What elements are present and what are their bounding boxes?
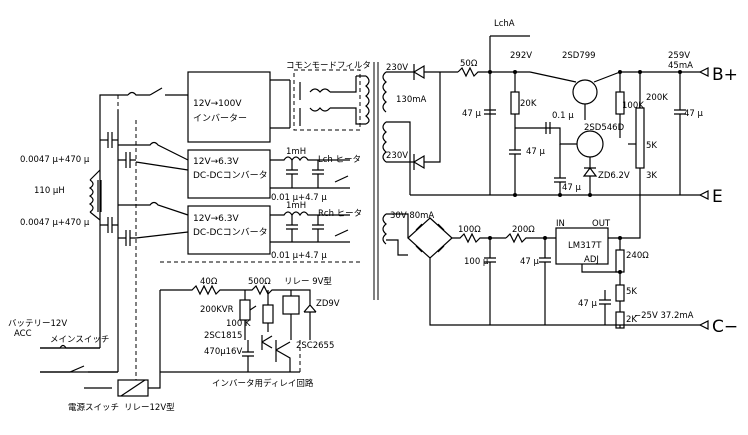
label-zd9v: ZD9V [316,299,340,309]
label-r3k: 3K [646,171,657,181]
label-neg25v: −25V 37.2mA [634,311,694,321]
label-r2k: 2K [626,315,637,325]
label-c47-5: 47 μ [578,299,598,309]
label-30v: 30V 80mA [390,211,434,221]
label-cap-heater-l: 0.01 μ+4.7 μ [271,193,327,203]
label-rch-heater: Rch ヒータ [318,209,362,219]
dcdc-r-line2: DC-DCコンバータ [193,227,268,238]
label-lcha: LchA [494,19,515,29]
input-filter-section [40,87,189,397]
label-r500: 500Ω [248,277,271,287]
label-259v: 259V [668,51,690,61]
label-reg-out: OUT [592,219,611,229]
label-2sc1815: 2SC1815 [204,331,242,341]
vr-5k-b [615,284,625,302]
label-r40: 40Ω [200,277,218,287]
label-r50: 50Ω [460,59,478,69]
relay-9v-coil [282,295,300,315]
label-c47-right: 47 μ [684,109,704,119]
label-vr5k-b: 5K [626,287,637,297]
inverter-block: 12V→100V インバーター [187,71,271,143]
label-cap-in-top: 0.0047 μ+470 μ [20,155,90,165]
label-battery: バッテリー12V [8,319,67,329]
label-reg-adj: ADJ [584,255,599,265]
label-main-switch: メインスイッチ [50,335,109,345]
heater-filters [270,69,366,243]
dcdc-block-lch: 12V→6.3V DC-DCコンバータ [187,149,271,199]
label-cap-heater-r: 0.01 μ+4.7 μ [271,251,327,261]
label-c47-2: 47 μ [526,147,546,157]
label-common-mode: コモンモードフィルタ [286,61,371,71]
label-1mh-a: 1mH [286,147,306,157]
r-240 [615,249,625,273]
label-r100: 100Ω [458,225,481,235]
label-2sd546d: 2SD546D [584,123,625,133]
dcdc-r-line1: 12V→6.3V [193,214,239,224]
r-20k [510,91,520,115]
label-sec-230b: 230V [386,151,408,161]
dcdc-block-rch: 12V→6.3V DC-DCコンバータ [187,205,271,255]
label-292v: 292V [510,51,532,61]
label-110uh: 110 μH [34,186,65,196]
inverter-line1: 12V→100V [193,99,242,109]
power-transformer [160,62,387,300]
label-reg-in: IN [556,219,565,229]
q-2sd799 [572,79,598,105]
label-c100u: 100 μ [464,257,489,267]
label-sec-230a: 230V [386,63,408,73]
delay-circuit [160,284,317,373]
label-r240: 240Ω [626,251,649,261]
label-vr-200k: 200KVR [200,305,234,315]
label-acc: ACC [14,329,32,339]
label-r100k: 100K [622,101,644,111]
label-lch-heater: Lch ヒータ [318,155,361,165]
label-lm317t: LM317T [568,241,602,251]
label-relay-12v: リレー12V型 [124,403,175,413]
label-2sc2655: 2SC2655 [296,341,334,351]
label-e: E [712,187,723,207]
bplus-supply [386,35,709,200]
label-zd62: ZD6.2V [598,171,630,181]
label-delay-circuit: インバータ用ディレイ回路 [212,378,314,389]
label-bplus: B+ [712,65,738,85]
r-100k-delay [262,304,274,324]
label-45ma: 45mA [668,61,693,71]
label-cap-in-bot: 0.0047 μ+470 μ [20,218,90,228]
label-2sd799: 2SD799 [562,51,596,61]
label-c-470u: 470μ16V [204,347,242,357]
label-vr5k: 5K [646,141,657,151]
label-c01u: 0.1 μ [552,111,574,121]
label-r20k: 20K [520,99,537,109]
label-130ma: 130mA [396,95,427,105]
q-2sd546d [576,130,604,158]
label-r100k-d: 100 K [226,319,251,329]
main-switch-contact [149,87,163,96]
label-r200k: 200K [646,93,668,103]
labels: コモンモードフィルタ Lch ヒータ Rch ヒータ 1mH 1mH 0.01 … [8,19,738,413]
label-c47-1: 47 μ [462,109,482,119]
label-power-switch: 電源スイッチ [68,403,119,413]
label-relay-9v: リレー 9V型 [284,277,332,287]
label-c47-3: 47 μ [562,183,582,193]
cminus-supply [386,195,709,330]
label-cminus: C− [712,317,738,337]
inverter-line2: インバーター [193,113,247,124]
vr-200k [239,299,251,321]
r-200k-chain [635,107,645,169]
label-1mh-b: 1mH [286,201,306,211]
dcdc-l-line2: DC-DCコンバータ [193,170,268,181]
label-c47-4: 47 μ [520,257,540,267]
dcdc-l-line1: 12V→6.3V [193,157,239,167]
label-r200: 200Ω [512,225,535,235]
